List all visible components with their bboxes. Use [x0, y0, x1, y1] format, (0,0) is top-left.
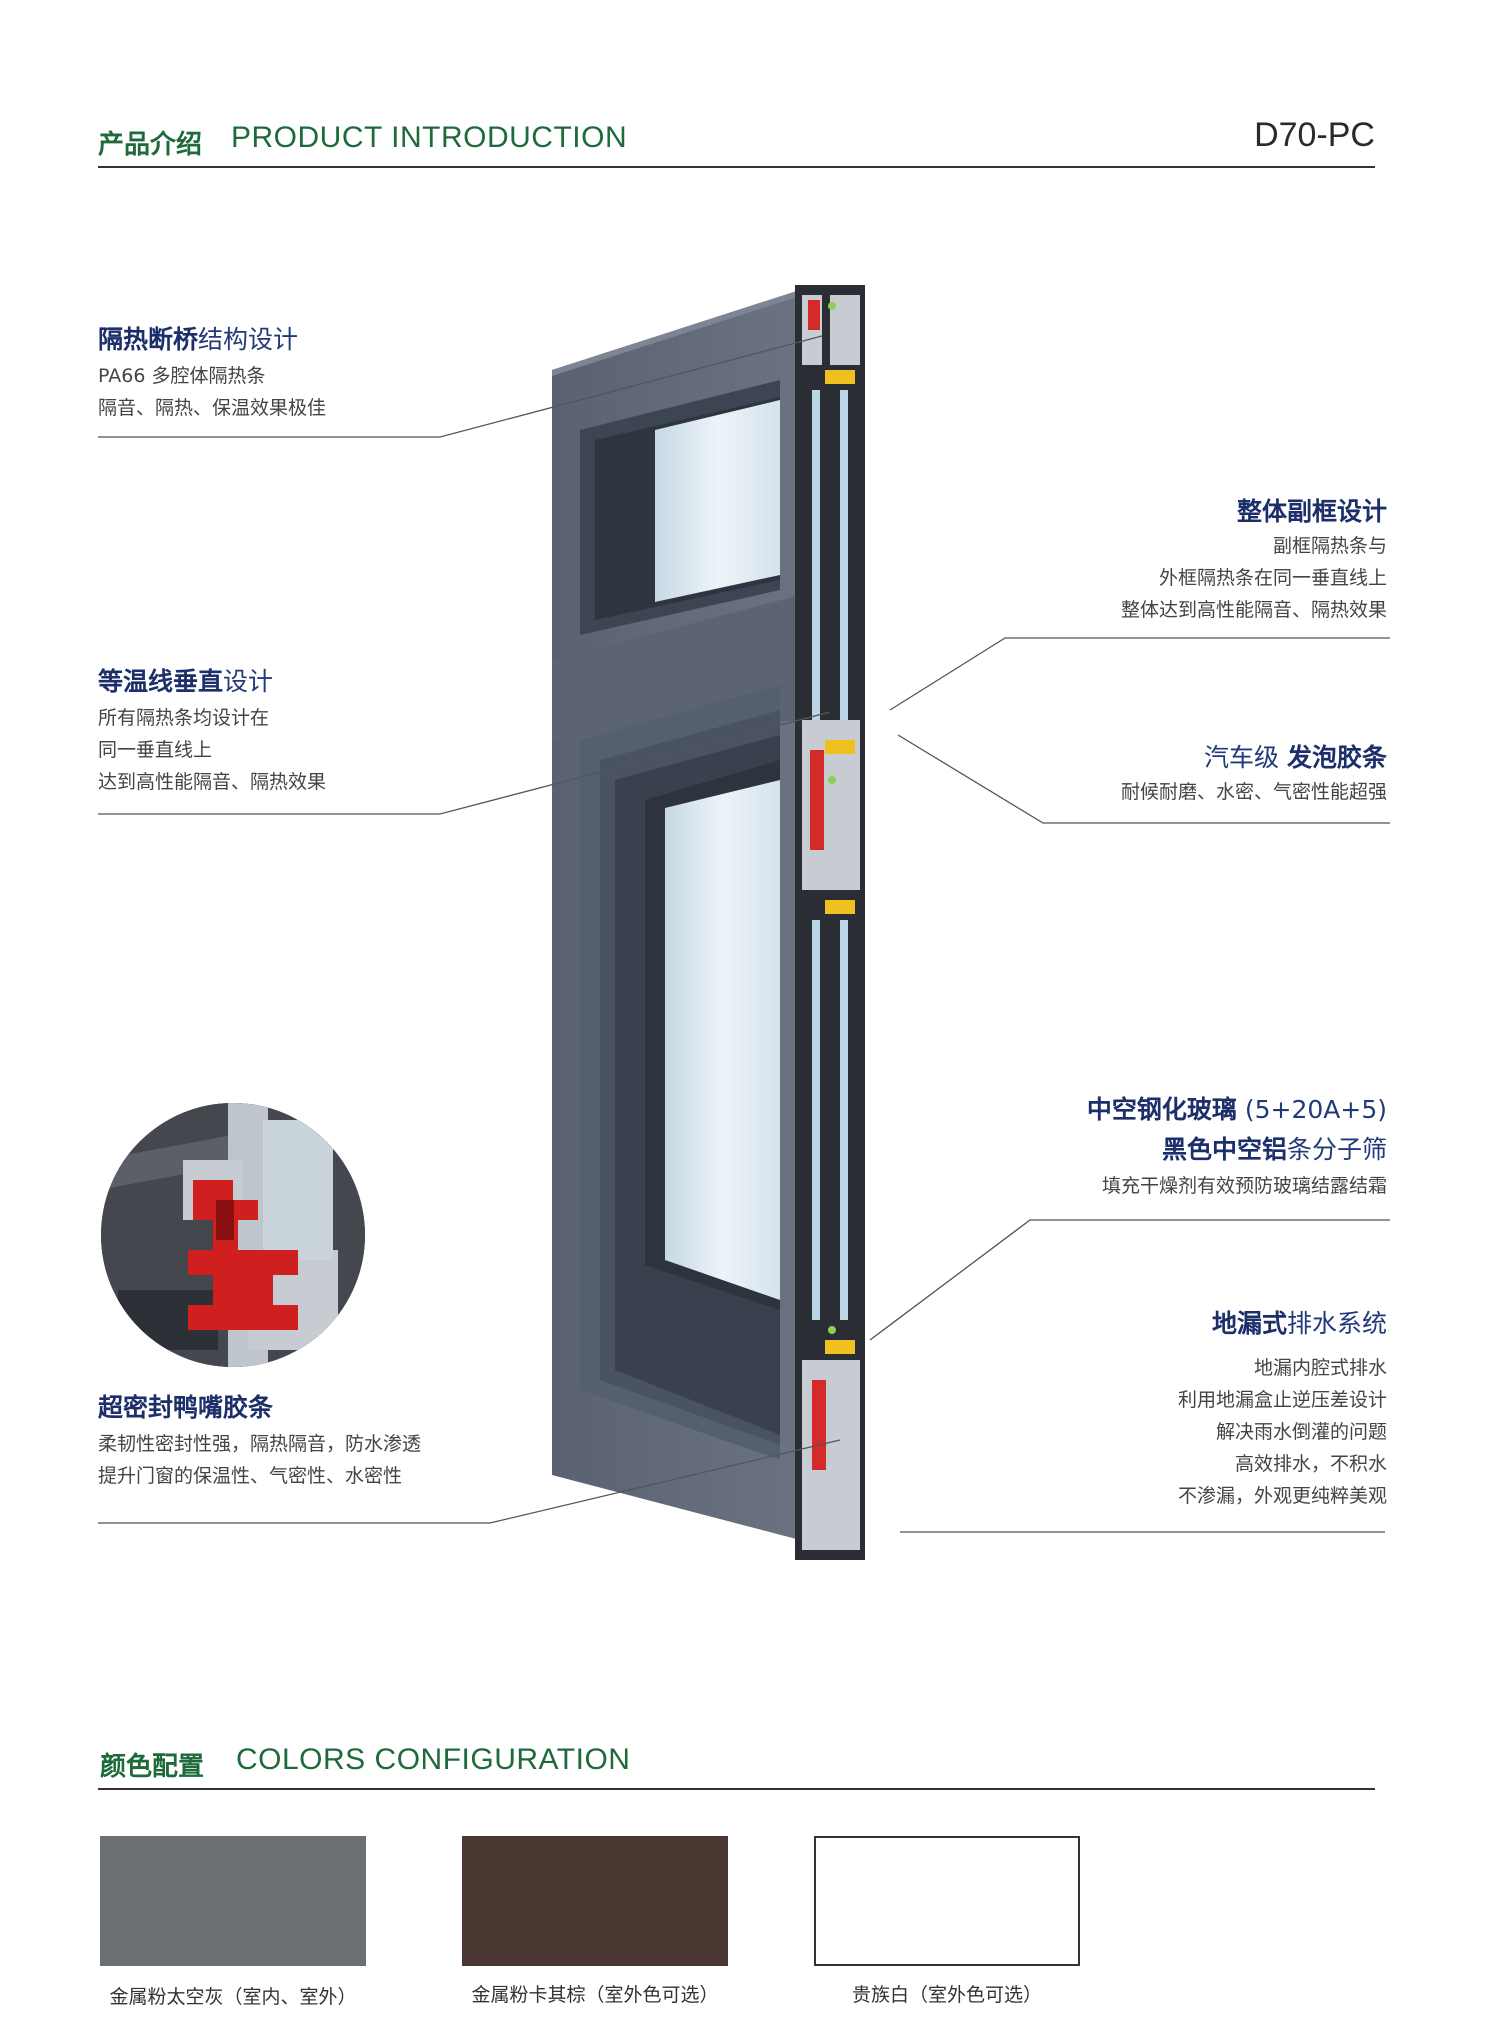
feature-drainage-title-bold: 地漏式	[1211, 1309, 1287, 1338]
feature-drainage-desc: 地漏内腔式排水 利用地漏盒止逆压差设计 解决雨水倒灌的问题 高效排水，不积水 不…	[1178, 1352, 1387, 1512]
feature-desc-line: 提升门窗的保温性、气密性、水密性	[98, 1465, 403, 1487]
feature-desc-line: 解决雨水倒灌的问题	[1215, 1421, 1387, 1443]
feature-desc-line: 不渗漏，外观更纯粹美观	[1177, 1485, 1387, 1507]
feature-foam-strip-title: 汽车级 发泡胶条	[1204, 738, 1387, 774]
colors-title-cn: 颜色配置	[100, 1752, 205, 1782]
feature-foam-strip-title-bold: 发泡胶条	[1286, 743, 1387, 772]
feature-glass-title-1-rest: (5+20A+5)	[1236, 1095, 1387, 1124]
header-rule	[98, 166, 1375, 168]
feature-seal-desc: 柔韧性密封性强，隔热隔音，防水渗透 提升门窗的保温性、气密性、水密性	[98, 1428, 421, 1492]
feature-desc-line: 达到高性能隔音、隔热效果	[98, 771, 327, 793]
feature-desc-line: 耐候耐磨、水密、气密性能超强	[1120, 781, 1387, 803]
feature-desc-line: 地漏内腔式排水	[1253, 1357, 1387, 1379]
colors-title-en: COLORS CONFIGURATION	[236, 1743, 631, 1776]
colors-rule	[98, 1788, 1375, 1790]
feature-isotherm-title-rest: 设计	[223, 667, 274, 696]
feature-desc-line: 柔韧性密封性强，隔热隔音，防水渗透	[98, 1433, 422, 1455]
feature-subframe-desc: 副框隔热条与 外框隔热条在同一垂直线上 整体达到高性能隔音、隔热效果	[1121, 530, 1387, 626]
feature-desc-line: 填充干燥剂有效预防玻璃结露结霜	[1101, 1175, 1387, 1197]
feature-glass-title-1-bold: 中空钢化玻璃	[1086, 1095, 1237, 1124]
feature-glass-title-2-bold: 黑色中空铝	[1161, 1135, 1287, 1164]
color-swatch-noble-white	[814, 1836, 1080, 1966]
feature-glass-title-1: 中空钢化玻璃 (5+20A+5)	[1087, 1090, 1387, 1126]
model-number: D70-PC	[1254, 116, 1375, 154]
feature-desc-line: 隔音、隔热、保温效果极佳	[98, 397, 327, 419]
feature-glass-title-2-rest: 条分子筛	[1286, 1135, 1387, 1164]
feature-drainage-title-rest: 排水系统	[1286, 1309, 1387, 1338]
feature-seal-title: 超密封鸭嘴胶条	[98, 1388, 273, 1424]
feature-seal-title-bold: 超密封鸭嘴胶条	[98, 1393, 274, 1422]
feature-glass-desc: 填充干燥剂有效预防玻璃结露结霜	[1102, 1170, 1387, 1202]
feature-isotherm-desc: 所有隔热条均设计在 同一垂直线上 达到高性能隔音、隔热效果	[98, 702, 326, 798]
feature-thermal-break-title: 隔热断桥结构设计	[98, 320, 298, 356]
feature-subframe-title-bold: 整体副框设计	[1236, 497, 1387, 526]
feature-thermal-break-title-bold: 隔热断桥	[98, 325, 199, 354]
color-swatch-space-gray	[100, 1836, 366, 1966]
feature-desc-line: 外框隔热条在同一垂直线上	[1158, 567, 1387, 589]
color-label-noble-white: 贵族白（室外色可选）	[851, 1984, 1042, 2006]
feature-desc-line: 高效排水，不积水	[1234, 1453, 1387, 1475]
feature-foam-strip-title-pre: 汽车级	[1204, 743, 1287, 772]
feature-desc-line: 同一垂直线上	[98, 739, 213, 761]
feature-foam-strip-desc: 耐候耐磨、水密、气密性能超强	[1121, 776, 1387, 808]
feature-desc-line: 整体达到高性能隔音、隔热效果	[1120, 599, 1387, 621]
feature-glass-title-2: 黑色中空铝条分子筛	[1162, 1130, 1387, 1166]
feature-desc-line: 所有隔热条均设计在	[98, 707, 270, 729]
color-swatch-khaki-brown	[462, 1836, 728, 1966]
section-title-cn: 产品介绍	[98, 130, 203, 160]
window-illustration	[552, 285, 865, 1560]
seal-detail-image	[101, 1103, 365, 1367]
color-label-space-gray: 金属粉太空灰（室内、室外）	[109, 1986, 357, 2008]
feature-desc-line: PA66 多腔体隔热条	[98, 365, 266, 387]
section-title-en: PRODUCT INTRODUCTION	[231, 121, 628, 154]
feature-thermal-break-title-rest: 结构设计	[198, 325, 299, 354]
feature-desc-line: 利用地漏盒止逆压差设计	[1177, 1389, 1387, 1411]
feature-desc-line: 副框隔热条与	[1272, 535, 1387, 557]
feature-isotherm-title: 等温线垂直设计	[98, 662, 273, 698]
feature-thermal-break-desc: PA66 多腔体隔热条 隔音、隔热、保温效果极佳	[98, 360, 326, 424]
feature-isotherm-title-bold: 等温线垂直	[98, 667, 224, 696]
feature-drainage-title: 地漏式排水系统	[1212, 1304, 1387, 1340]
color-label-khaki-brown: 金属粉卡其棕（室外色可选）	[471, 1984, 719, 2006]
feature-subframe-title: 整体副框设计	[1237, 492, 1387, 528]
